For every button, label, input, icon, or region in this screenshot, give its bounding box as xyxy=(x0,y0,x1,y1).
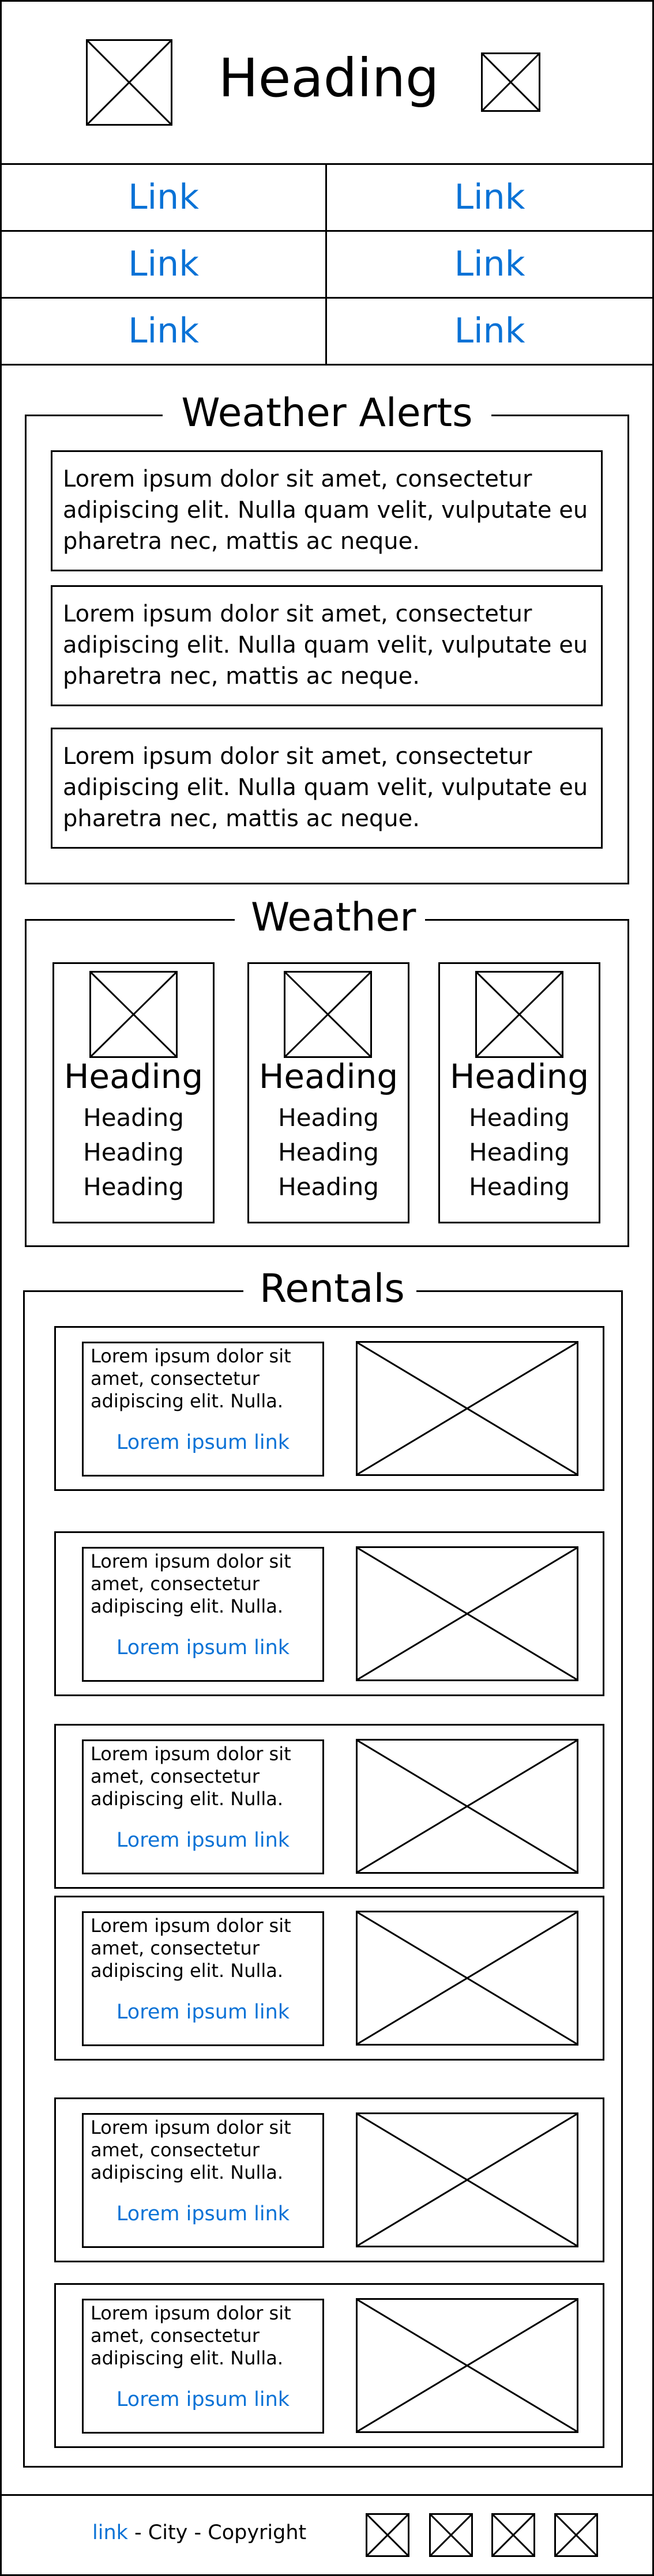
weather-card-detail: Heading xyxy=(278,1104,379,1132)
rental-link[interactable]: Lorem ipsum link xyxy=(116,2202,290,2225)
rental-image-placeholder xyxy=(356,1911,578,2046)
rental-description: Lorem ipsum dolor sit amet, consectetur … xyxy=(91,1550,291,1617)
weather-title: Weather xyxy=(235,898,425,940)
weather-card-heading: Heading xyxy=(449,1057,589,1096)
image-placeholder-icon xyxy=(285,973,370,1056)
nav-link[interactable]: Link xyxy=(454,177,525,217)
weather-card-heading: Heading xyxy=(258,1057,399,1096)
rental-image-placeholder xyxy=(356,1341,578,1476)
image-placeholder-icon xyxy=(493,2515,533,2555)
weather-card-detail: Heading xyxy=(278,1138,379,1166)
footer-copyright: - City - Copyright xyxy=(127,2521,307,2544)
weather-card-detail: Heading xyxy=(278,1173,379,1201)
rental-description: Lorem ipsum dolor sit amet, consectetur … xyxy=(91,2302,291,2369)
menu-image-placeholder[interactable] xyxy=(481,52,540,112)
rental-info-box xyxy=(82,2299,324,2434)
weather-card-heading: Heading xyxy=(63,1057,204,1096)
weather-card-detail: Heading xyxy=(83,1104,184,1132)
weather-card-detail: Heading xyxy=(83,1173,184,1201)
nav-link[interactable]: Link xyxy=(128,177,199,217)
image-placeholder-icon xyxy=(91,973,176,1056)
rental-info-box xyxy=(82,1547,324,1682)
social-icon-placeholder[interactable] xyxy=(429,2513,473,2557)
social-icon-placeholder[interactable] xyxy=(491,2513,535,2557)
weather-alert-card: Lorem ipsum dolor sit amet, consectetur … xyxy=(51,450,603,571)
rental-image-placeholder xyxy=(356,1739,578,1874)
image-placeholder-icon xyxy=(556,2515,596,2555)
nav-link[interactable]: Link xyxy=(128,311,199,351)
rental-description: Lorem ipsum dolor sit amet, consectetur … xyxy=(91,1345,291,1412)
weather-card-detail: Heading xyxy=(469,1173,570,1201)
logo-image-placeholder xyxy=(86,39,172,126)
rental-image-placeholder xyxy=(356,2112,578,2247)
rental-image-placeholder xyxy=(356,1546,578,1681)
rental-link[interactable]: Lorem ipsum link xyxy=(116,1431,290,1454)
footer-link[interactable]: link xyxy=(92,2521,128,2544)
footer-credits: link - City - Copyright xyxy=(92,2523,334,2546)
rental-info-box xyxy=(82,1739,324,1874)
nav-link[interactable]: Link xyxy=(128,244,199,284)
image-placeholder-icon xyxy=(431,2515,471,2555)
image-placeholder-icon xyxy=(358,1741,577,1872)
nav-link[interactable]: Link xyxy=(454,311,525,351)
image-placeholder-icon xyxy=(358,1912,577,2044)
weather-card-detail: Heading xyxy=(469,1138,570,1166)
weather-alert-card: Lorem ipsum dolor sit amet, consectetur … xyxy=(51,728,603,849)
rental-info-box xyxy=(82,1911,324,2046)
image-placeholder-icon xyxy=(367,2515,408,2555)
social-icon-placeholder[interactable] xyxy=(554,2513,598,2557)
social-icon-placeholder[interactable] xyxy=(366,2513,409,2557)
rental-link[interactable]: Lorem ipsum link xyxy=(116,2388,290,2411)
rental-link[interactable]: Lorem ipsum link xyxy=(116,1636,290,1659)
image-placeholder-icon xyxy=(358,2300,577,2431)
rental-link[interactable]: Lorem ipsum link xyxy=(116,1829,290,1852)
weather-alerts-title: Weather Alerts xyxy=(163,394,491,435)
header-divider xyxy=(0,163,654,165)
rental-description: Lorem ipsum dolor sit amet, consectetur … xyxy=(91,1915,291,1982)
rental-info-box xyxy=(82,2113,324,2248)
footer-divider xyxy=(0,2494,654,2496)
image-placeholder-icon xyxy=(88,41,171,124)
image-placeholder-icon xyxy=(358,2114,577,2246)
page-title: Heading xyxy=(218,47,439,109)
nav-row-divider xyxy=(0,297,654,299)
rental-image-placeholder xyxy=(356,2298,578,2433)
weather-icon-placeholder xyxy=(89,971,178,1058)
rental-description: Lorem ipsum dolor sit amet, consectetur … xyxy=(91,1743,291,1810)
weather-card-detail: Heading xyxy=(469,1104,570,1132)
image-placeholder-icon xyxy=(483,54,539,110)
rental-link[interactable]: Lorem ipsum link xyxy=(116,2001,290,2024)
weather-icon-placeholder xyxy=(475,971,563,1058)
rental-info-box xyxy=(82,1342,324,1477)
weather-icon-placeholder xyxy=(284,971,372,1058)
rentals-title: Rentals xyxy=(243,1270,416,1311)
image-placeholder-icon xyxy=(358,1343,577,1474)
nav-bottom-divider xyxy=(0,364,654,366)
weather-card-detail: Heading xyxy=(83,1138,184,1166)
image-placeholder-icon xyxy=(358,1548,577,1679)
nav-column-divider xyxy=(325,163,327,365)
nav-row-divider xyxy=(0,230,654,232)
rental-description: Lorem ipsum dolor sit amet, consectetur … xyxy=(91,2116,291,2183)
weather-alert-card: Lorem ipsum dolor sit amet, consectetur … xyxy=(51,585,603,706)
image-placeholder-icon xyxy=(477,973,562,1056)
nav-link[interactable]: Link xyxy=(454,244,525,284)
